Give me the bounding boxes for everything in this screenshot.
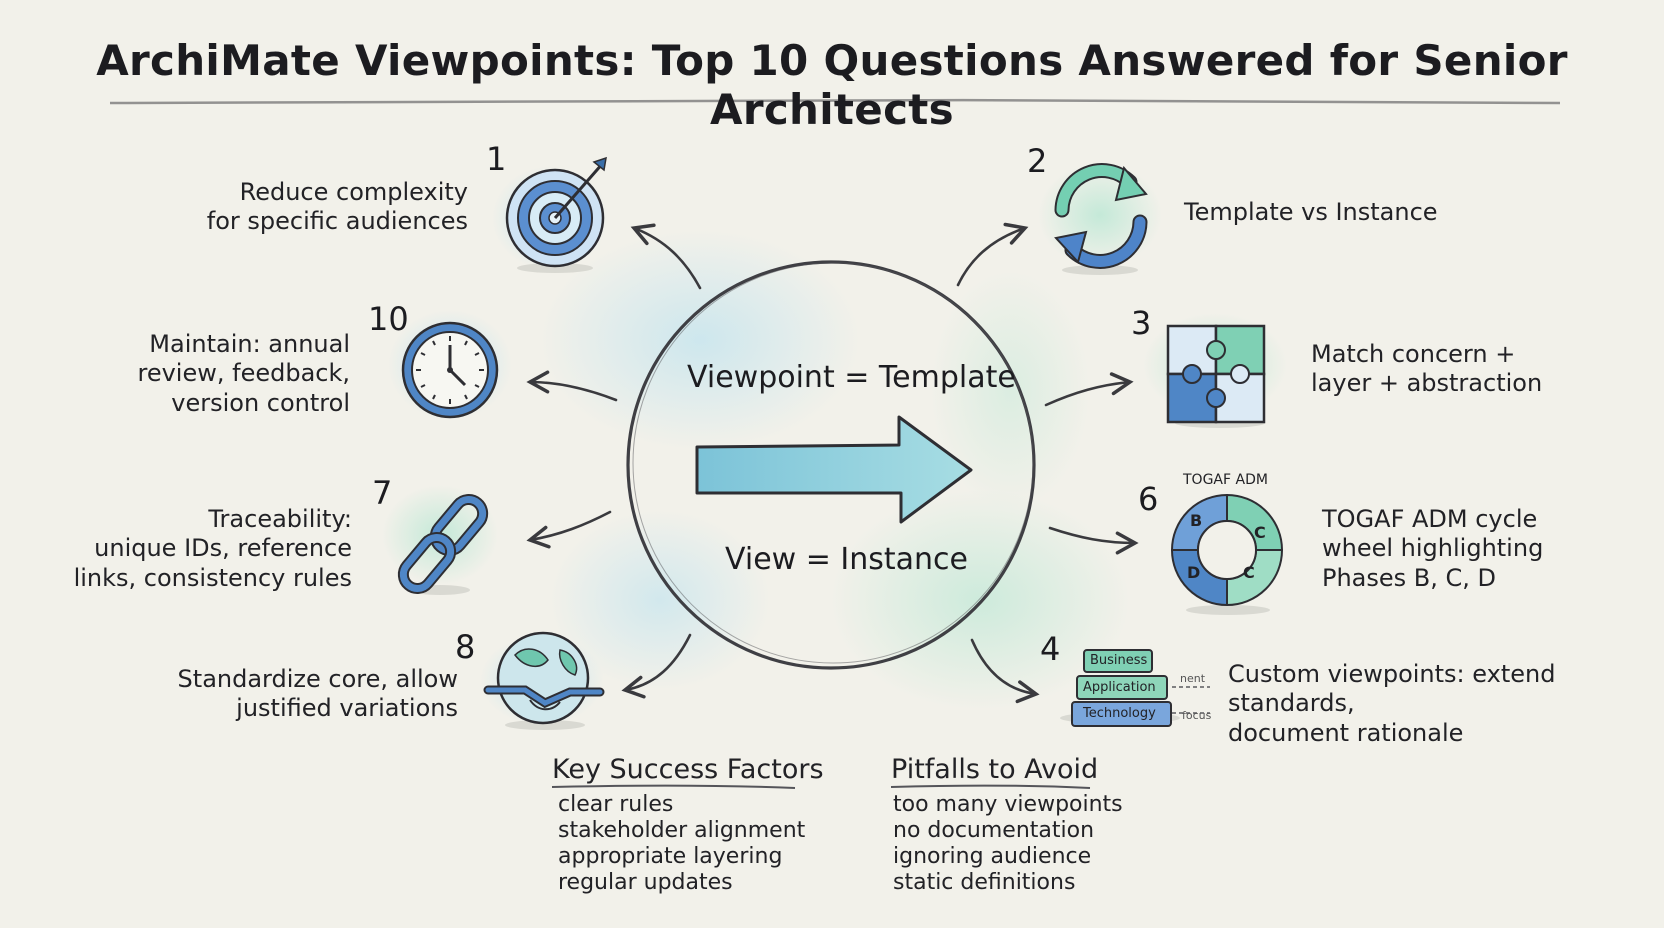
list-item: no documentation <box>893 817 1095 843</box>
arrow-to-q1 <box>630 223 702 290</box>
layer-stack-icon <box>1060 649 1210 727</box>
adm-phase-d: D <box>1187 563 1201 582</box>
question-4-line: Custom viewpoints: extend <box>1228 660 1556 688</box>
adm-wheel-caption: TOGAF ADM <box>1183 472 1268 488</box>
question-7-line: links, consistency rules <box>73 563 352 592</box>
question-10-number: 10 <box>368 300 409 338</box>
question-8-number: 8 <box>455 628 476 666</box>
question-10-line: review, feedback, <box>137 359 350 388</box>
globe-handshake-icon <box>480 631 605 730</box>
adm-phase-c: C <box>1254 523 1266 542</box>
page-title: ArchiMate Viewpoints: Top 10 Questions A… <box>96 36 1568 134</box>
question-4-text: Custom viewpoints: extend standards, doc… <box>1228 660 1558 748</box>
target-icon <box>492 156 608 273</box>
adm-phase-b: B <box>1190 511 1203 530</box>
question-4-line: standards, <box>1228 689 1355 718</box>
question-8-text: Standardize core, allow justified variat… <box>130 665 458 724</box>
arrow-to-q7 <box>526 510 612 549</box>
view-label: View = Instance <box>725 542 969 577</box>
question-6-line: TOGAF ADM cycle <box>1322 505 1538 533</box>
question-6-line: wheel highlighting <box>1322 534 1544 563</box>
list-item: ignoring audience <box>893 843 1092 869</box>
central-circle <box>626 260 1036 670</box>
question-10-line: Maintain: annual <box>149 330 350 358</box>
layer-side-tag: focus <box>1182 709 1212 722</box>
question-2-line: Template vs Instance <box>1184 198 1438 226</box>
question-7-line: Traceability: <box>208 505 352 533</box>
arrow-to-q8 <box>621 633 692 699</box>
title-underline <box>109 98 1561 105</box>
puzzle-icon <box>1143 313 1287 428</box>
question-8-line: justified variations <box>236 694 458 723</box>
question-1-text: Reduce complexity for specific audiences <box>170 178 468 237</box>
arrow-to-q6 <box>1048 526 1139 555</box>
layer-side-tag: nent <box>1180 672 1206 685</box>
pitfalls-title: Pitfalls to Avoid <box>891 754 1099 785</box>
list-item: too many viewpoints <box>893 792 1123 817</box>
layer-application: Application <box>1083 680 1156 695</box>
arrow-to-q10 <box>526 370 618 402</box>
question-1-line: Reduce complexity <box>239 178 468 206</box>
question-7-text: Traceability: unique IDs, reference link… <box>60 505 352 593</box>
arrow-to-q2 <box>956 222 1029 287</box>
question-6-line: Phases B, C, D <box>1322 563 1497 592</box>
layer-technology: Technology <box>1083 706 1156 721</box>
question-2-number: 2 <box>1027 142 1048 180</box>
question-6-number: 6 <box>1138 480 1159 518</box>
adm-phase-c: C <box>1243 563 1255 582</box>
question-8-line: Standardize core, allow <box>177 665 458 693</box>
question-10-line: version control <box>171 388 350 417</box>
clock-icon <box>388 310 512 420</box>
list-item: regular updates <box>558 869 733 895</box>
list-item: appropriate layering <box>558 843 783 869</box>
question-4-number: 4 <box>1040 630 1061 668</box>
arrow-to-q4 <box>970 638 1040 704</box>
chain-link-icon <box>382 485 498 595</box>
question-7-number: 7 <box>372 474 393 512</box>
viewpoint-label: Viewpoint = Template <box>687 360 1016 395</box>
question-4-line: document rationale <box>1228 718 1464 747</box>
arrow-to-q3 <box>1044 372 1134 407</box>
layer-business: Business <box>1090 653 1148 668</box>
question-10-text: Maintain: annual review, feedback, versi… <box>120 330 350 418</box>
question-7-line: unique IDs, reference <box>94 534 352 563</box>
list-item: static definitions <box>893 869 1076 895</box>
question-6-text: TOGAF ADM cycle wheel highlighting Phase… <box>1322 505 1622 593</box>
central-arrow <box>695 415 973 524</box>
list-item: stakeholder alignment <box>558 817 806 843</box>
list-item: clear rules <box>558 792 674 817</box>
refresh-cycle-icon <box>1038 163 1162 275</box>
adm-wheel-icon <box>1169 492 1285 615</box>
question-1-number: 1 <box>486 140 507 178</box>
pitfalls-list: too many viewpoints no documentation ign… <box>893 792 1123 896</box>
question-3-text: Match concern + layer + abstraction <box>1311 340 1601 399</box>
key-success-list: clear rules stakeholder alignment approp… <box>558 792 805 896</box>
question-1-line: for specific audiences <box>206 207 468 236</box>
key-success-title: Key Success Factors <box>552 754 824 785</box>
pitfalls-underline <box>890 784 1091 789</box>
question-3-line: layer + abstraction <box>1311 369 1543 398</box>
question-3-line: Match concern + <box>1311 340 1516 368</box>
question-2-text: Template vs Instance <box>1184 198 1484 227</box>
key-success-underline <box>551 784 796 789</box>
question-3-number: 3 <box>1131 304 1152 342</box>
